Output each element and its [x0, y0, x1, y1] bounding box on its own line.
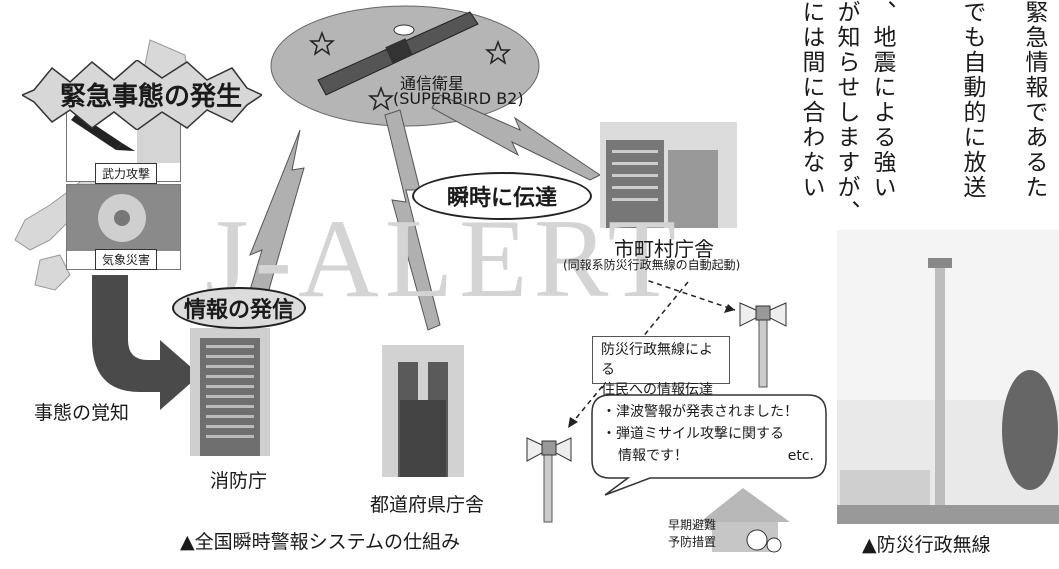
emergency-label: 緊急事態の発生	[60, 82, 243, 112]
smiley-face-icon	[746, 529, 768, 551]
evacuation-line2: 予防措置	[668, 535, 717, 549]
satellite-model: (SUPERBIRD B2)	[393, 89, 524, 108]
speaker-pole-lower	[526, 437, 572, 523]
threat-label-attack: 武力攻撃	[95, 163, 158, 184]
house-roof	[700, 488, 790, 522]
caption-system: ▲全国瞬時警報システムの仕組み	[180, 531, 461, 553]
evacuation-label: 早期避難 予防措置	[668, 517, 716, 551]
threat-label-weather: 気象災害	[95, 249, 158, 270]
evacuation-line1: 早期避難	[668, 518, 717, 532]
vertical-text-col-5: が知らせしますが、	[833, 0, 859, 225]
speech-etc: etc.	[787, 448, 814, 464]
satellite-name: 通信衛星	[400, 74, 465, 93]
prefecture-building-photo	[382, 345, 464, 477]
speech-line2: ・弾道ミサイル攻撃に関する	[602, 426, 784, 442]
star-icons	[308, 30, 512, 111]
typhoon-photo-panel: 気象災害	[66, 184, 181, 270]
caption-radio: ▲防災行政無線	[862, 534, 991, 556]
speaker-pole-upper	[739, 302, 787, 388]
satellite-body	[385, 38, 413, 64]
fdma-building-photo	[190, 328, 270, 456]
speech-text: ・津波警報が発表されました！ ・弾道ミサイル攻撃に関する 情報です！ etc.	[602, 401, 820, 467]
satellite-orbit-oval	[270, 5, 540, 127]
lightning-bolt-right	[431, 94, 601, 181]
vertical-text-col-1: 緊急情報であるた	[1021, 0, 1047, 200]
speech-bubble	[591, 394, 827, 496]
smiley-face-icon-small	[766, 537, 782, 553]
awareness-label: 事態の覚知	[34, 402, 130, 424]
speech-line1: ・津波警報が発表されました！	[602, 404, 798, 420]
vertical-text-col-2: でも自動的に放送	[959, 0, 985, 200]
broadcast-note-line1: 防災行政無線による	[601, 342, 713, 378]
instant-transmit-pill: 瞬時に伝達	[412, 172, 592, 220]
speech-line3: 情報です！	[618, 448, 688, 464]
fdma-label: 消防庁	[210, 470, 268, 492]
satellite-dish	[393, 24, 415, 36]
broadcast-note-box: 防災行政無線による 住民への情報伝達	[592, 336, 730, 398]
dispatch-pill: 情報の発信	[172, 287, 306, 329]
awareness-arrow	[92, 275, 200, 410]
municipal-label: 市町村庁舎	[614, 237, 714, 261]
dashed-arrow-to-speaker	[639, 277, 736, 311]
vertical-text-col-6: には間に合わない	[798, 0, 824, 200]
typhoon-icon	[67, 185, 180, 251]
prefecture-label: 都道府県庁舎	[370, 494, 485, 516]
municipal-building-photo	[600, 122, 737, 228]
broadcast-note-line2: 住民への情報伝達	[601, 382, 713, 398]
municipal-note: (同報系防災行政無線の自動起動)	[563, 258, 741, 272]
vertical-text-col-4: 、地震による強い	[869, 0, 895, 200]
emergency-burst	[22, 60, 262, 130]
